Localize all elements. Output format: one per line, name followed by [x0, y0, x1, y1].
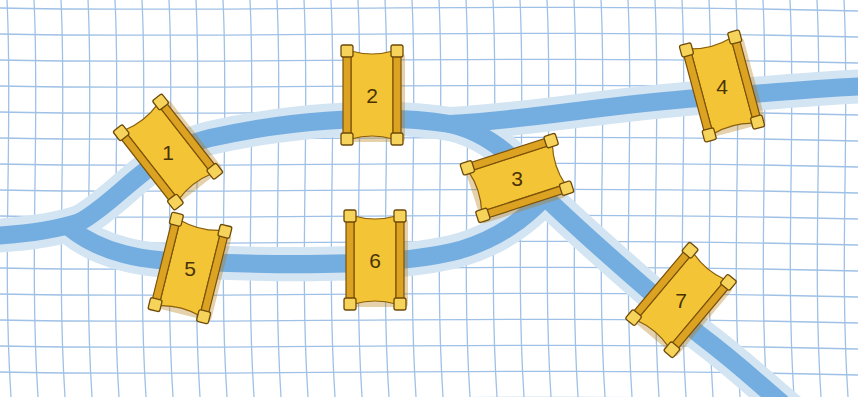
bridge-deck: [351, 51, 393, 139]
bridge-drawing: [148, 212, 234, 325]
bridge-rail: [119, 132, 177, 203]
bridge-post: [702, 128, 717, 143]
grid-line: [817, 0, 821, 397]
bridge-post: [750, 115, 765, 130]
bridge-post: [460, 160, 475, 175]
bridge-rail: [343, 53, 351, 137]
bridge-drawing: [113, 92, 225, 210]
bridge-drawing: [625, 242, 738, 360]
bridge-rail: [731, 38, 760, 121]
river-water: [450, 86, 858, 124]
bridge-drawing: [344, 210, 408, 310]
bridge-post: [625, 309, 642, 326]
grid-line: [0, 319, 858, 323]
bridge-rail: [484, 185, 566, 219]
callout-number: 1: [162, 142, 174, 163]
grid-line: [142, 0, 146, 397]
bridge-post: [682, 242, 699, 259]
bridge-post: [169, 212, 184, 227]
callout-number: 5: [184, 258, 196, 279]
bridge-deck: [354, 216, 396, 304]
bridge-post: [344, 210, 356, 222]
bridge-post: [152, 94, 169, 111]
bridge-post: [475, 208, 490, 223]
river-water: [545, 197, 790, 397]
river-bank: [70, 197, 545, 264]
bridge-post: [394, 210, 406, 222]
bridge-rail: [683, 51, 712, 134]
bridge-rail: [152, 220, 180, 303]
bridge-post: [167, 194, 184, 211]
grid-line: [844, 0, 848, 397]
callout-number: 3: [511, 168, 523, 189]
callout-number: 4: [716, 76, 728, 97]
bridges: [113, 29, 767, 359]
bridge-drawing: [341, 45, 405, 145]
bridge-post: [196, 309, 211, 324]
grid-line: [34, 0, 38, 397]
grid-line: [790, 0, 794, 397]
bridge-post: [544, 133, 559, 148]
bridge-post: [341, 45, 353, 57]
bridge-rail: [396, 218, 404, 302]
bridge-post: [663, 341, 680, 358]
grid-line: [331, 0, 335, 397]
bridge-rail: [670, 281, 730, 350]
bridge-post: [218, 224, 233, 239]
bridge-post: [679, 43, 694, 58]
grid-line: [196, 0, 200, 397]
bridge-post: [720, 274, 737, 291]
grid-line: [304, 0, 308, 397]
bridge-rail: [159, 101, 217, 172]
grid-line: [250, 0, 254, 397]
bridge-post: [391, 133, 403, 145]
bridge-post: [391, 45, 403, 57]
bridge-rail: [200, 232, 228, 315]
grid-line: [763, 0, 767, 397]
grid-line: [0, 215, 858, 219]
bridge-post: [113, 124, 130, 141]
bridge-post: [727, 30, 742, 45]
callout-number: 2: [366, 85, 378, 106]
callout-number: 7: [675, 290, 687, 311]
bridge-drawing: [460, 133, 575, 225]
bridge-post: [394, 298, 406, 310]
bridge-post: [559, 181, 574, 196]
bridge-rail: [632, 249, 692, 318]
bridge-drawing: [679, 29, 767, 142]
river-bank: [450, 86, 858, 124]
grid-line: [61, 0, 65, 397]
river-bank: [545, 197, 790, 397]
grid-line: [0, 7, 858, 11]
bridge-rail: [393, 53, 401, 137]
callout-number: 6: [369, 250, 381, 271]
bridge-post: [148, 297, 163, 312]
bridge-post: [344, 298, 356, 310]
river-water: [70, 197, 545, 264]
grid-line: [223, 0, 227, 397]
grid-line: [0, 293, 858, 297]
bridge-post: [341, 133, 353, 145]
grid-line: [277, 0, 281, 397]
bridge-rail: [346, 218, 354, 302]
bridge-rail: [468, 137, 550, 171]
bridge-post: [206, 163, 223, 180]
